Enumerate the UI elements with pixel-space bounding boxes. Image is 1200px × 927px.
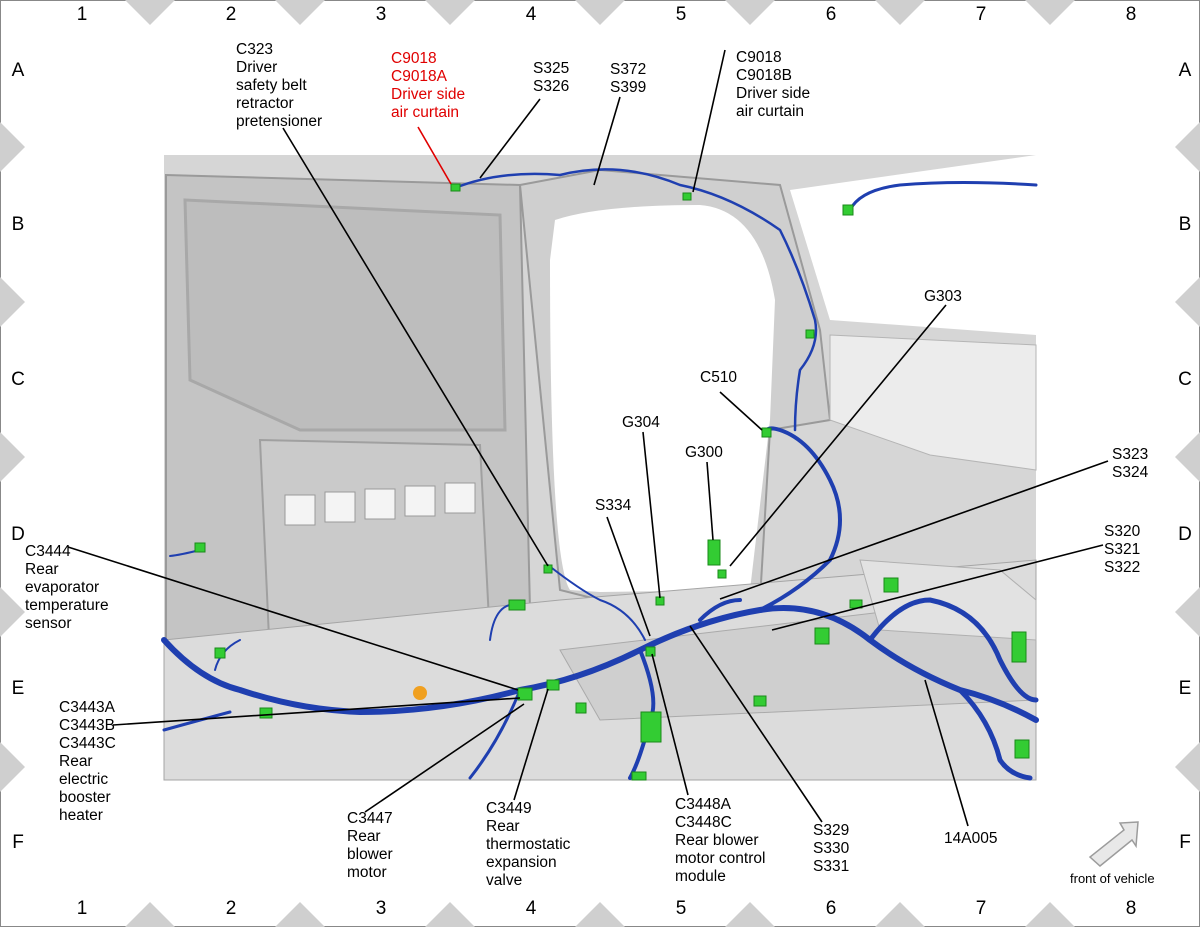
leader-s372: [593, 96, 621, 186]
grid-row-e-right: E: [1178, 678, 1192, 699]
orange-connector: [413, 686, 427, 700]
callout-c3443: C3443A C3443B C3443C Rear electric boost…: [59, 699, 116, 824]
grid-col-1-top: 1: [76, 4, 88, 25]
leader-c323: [282, 127, 549, 567]
callout-s334: S334: [595, 497, 632, 514]
callout-g300: G300: [685, 444, 723, 461]
leader-c3448: [651, 653, 689, 796]
callout-s372: S372 S399: [610, 61, 647, 96]
callout-c9018b: C9018 C9018B Driver side air curtain: [736, 49, 811, 120]
grid-row-d-right: D: [1178, 524, 1192, 545]
leader-g300: [706, 461, 714, 541]
grid-col-4-top: 4: [525, 4, 537, 25]
leader-s325: [479, 98, 541, 179]
leader-s334: [606, 516, 651, 637]
grid-row-b-right: B: [1178, 214, 1192, 235]
callout-c3447: C3447 Rear blower motor: [347, 810, 393, 881]
grid-col-6-bottom: 6: [825, 898, 837, 919]
leader-lines: [67, 49, 1109, 827]
callout-s323: S323 S324: [1112, 446, 1149, 481]
callout-14a005: 14A005: [944, 830, 998, 847]
grid-row-f-left: F: [12, 832, 24, 853]
grid-col-6-top: 6: [825, 4, 837, 25]
leader-c3443: [112, 697, 521, 726]
callout-c3448: C3448A C3448C Rear blower motor control …: [675, 796, 766, 885]
callout-s325: S325 S326: [533, 60, 570, 95]
leader-s323: [719, 460, 1109, 600]
leader-c3447: [364, 703, 525, 813]
grid-row-c-left: C: [11, 369, 25, 390]
callout-s329: S329 S330 S331: [813, 822, 850, 875]
vehicle-body: [163, 155, 1037, 781]
grid-col-2-bottom: 2: [225, 898, 237, 919]
grid-col-8-bottom: 8: [1125, 898, 1137, 919]
grid-row-a-right: A: [1178, 60, 1192, 81]
leader-s320: [771, 544, 1104, 631]
grid-row-e-left: E: [11, 678, 25, 699]
grid-row-d-left: D: [11, 524, 25, 545]
leader-c3449: [513, 688, 549, 801]
connectors: [194, 183, 1030, 781]
grid-row-a-left: A: [11, 60, 25, 81]
callout-g304: G304: [622, 414, 660, 431]
leader-s329: [689, 625, 823, 823]
callout-s320: S320 S321 S322: [1104, 523, 1141, 576]
grid-col-2-top: 2: [225, 4, 237, 25]
grid-col-5-top: 5: [675, 4, 687, 25]
leader-g303: [729, 304, 947, 567]
wiring-harness: [161, 168, 1039, 781]
grid-col-7-bottom: 7: [975, 898, 987, 919]
grid-row-b-left: B: [11, 214, 25, 235]
grid-col-3-bottom: 3: [375, 898, 387, 919]
leader-c9018b: [692, 49, 726, 193]
callout-c510: C510: [700, 369, 738, 386]
grid-col-8-top: 8: [1125, 4, 1137, 25]
grid-col-1-bottom: 1: [76, 898, 88, 919]
leader-g304: [642, 431, 661, 599]
grid-row-c-right: C: [1178, 369, 1192, 390]
leader-14a005: [924, 679, 969, 827]
front-of-vehicle-arrow-icon: [1088, 821, 1139, 867]
leader-c510: [719, 391, 763, 431]
leader-c3444: [67, 546, 519, 691]
leader-c9018a: [417, 126, 452, 185]
callout-c9018a: C9018 C9018A Driver side air curtain: [391, 50, 466, 121]
callout-c3449: C3449 Rear thermostatic expansion valve: [486, 800, 571, 889]
front-of-vehicle-label: front of vehicle: [1070, 871, 1155, 886]
callout-c3444: C3444 Rear evaporator temperature sensor: [25, 543, 109, 632]
grid-col-3-top: 3: [375, 4, 387, 25]
callout-c323: C323 Driver safety belt retractor preten…: [236, 41, 323, 130]
grid-row-f-right: F: [1179, 832, 1191, 853]
grid-col-7-top: 7: [975, 4, 987, 25]
grid-col-4-bottom: 4: [525, 898, 537, 919]
grid-col-5-bottom: 5: [675, 898, 687, 919]
callout-g303: G303: [924, 288, 962, 305]
